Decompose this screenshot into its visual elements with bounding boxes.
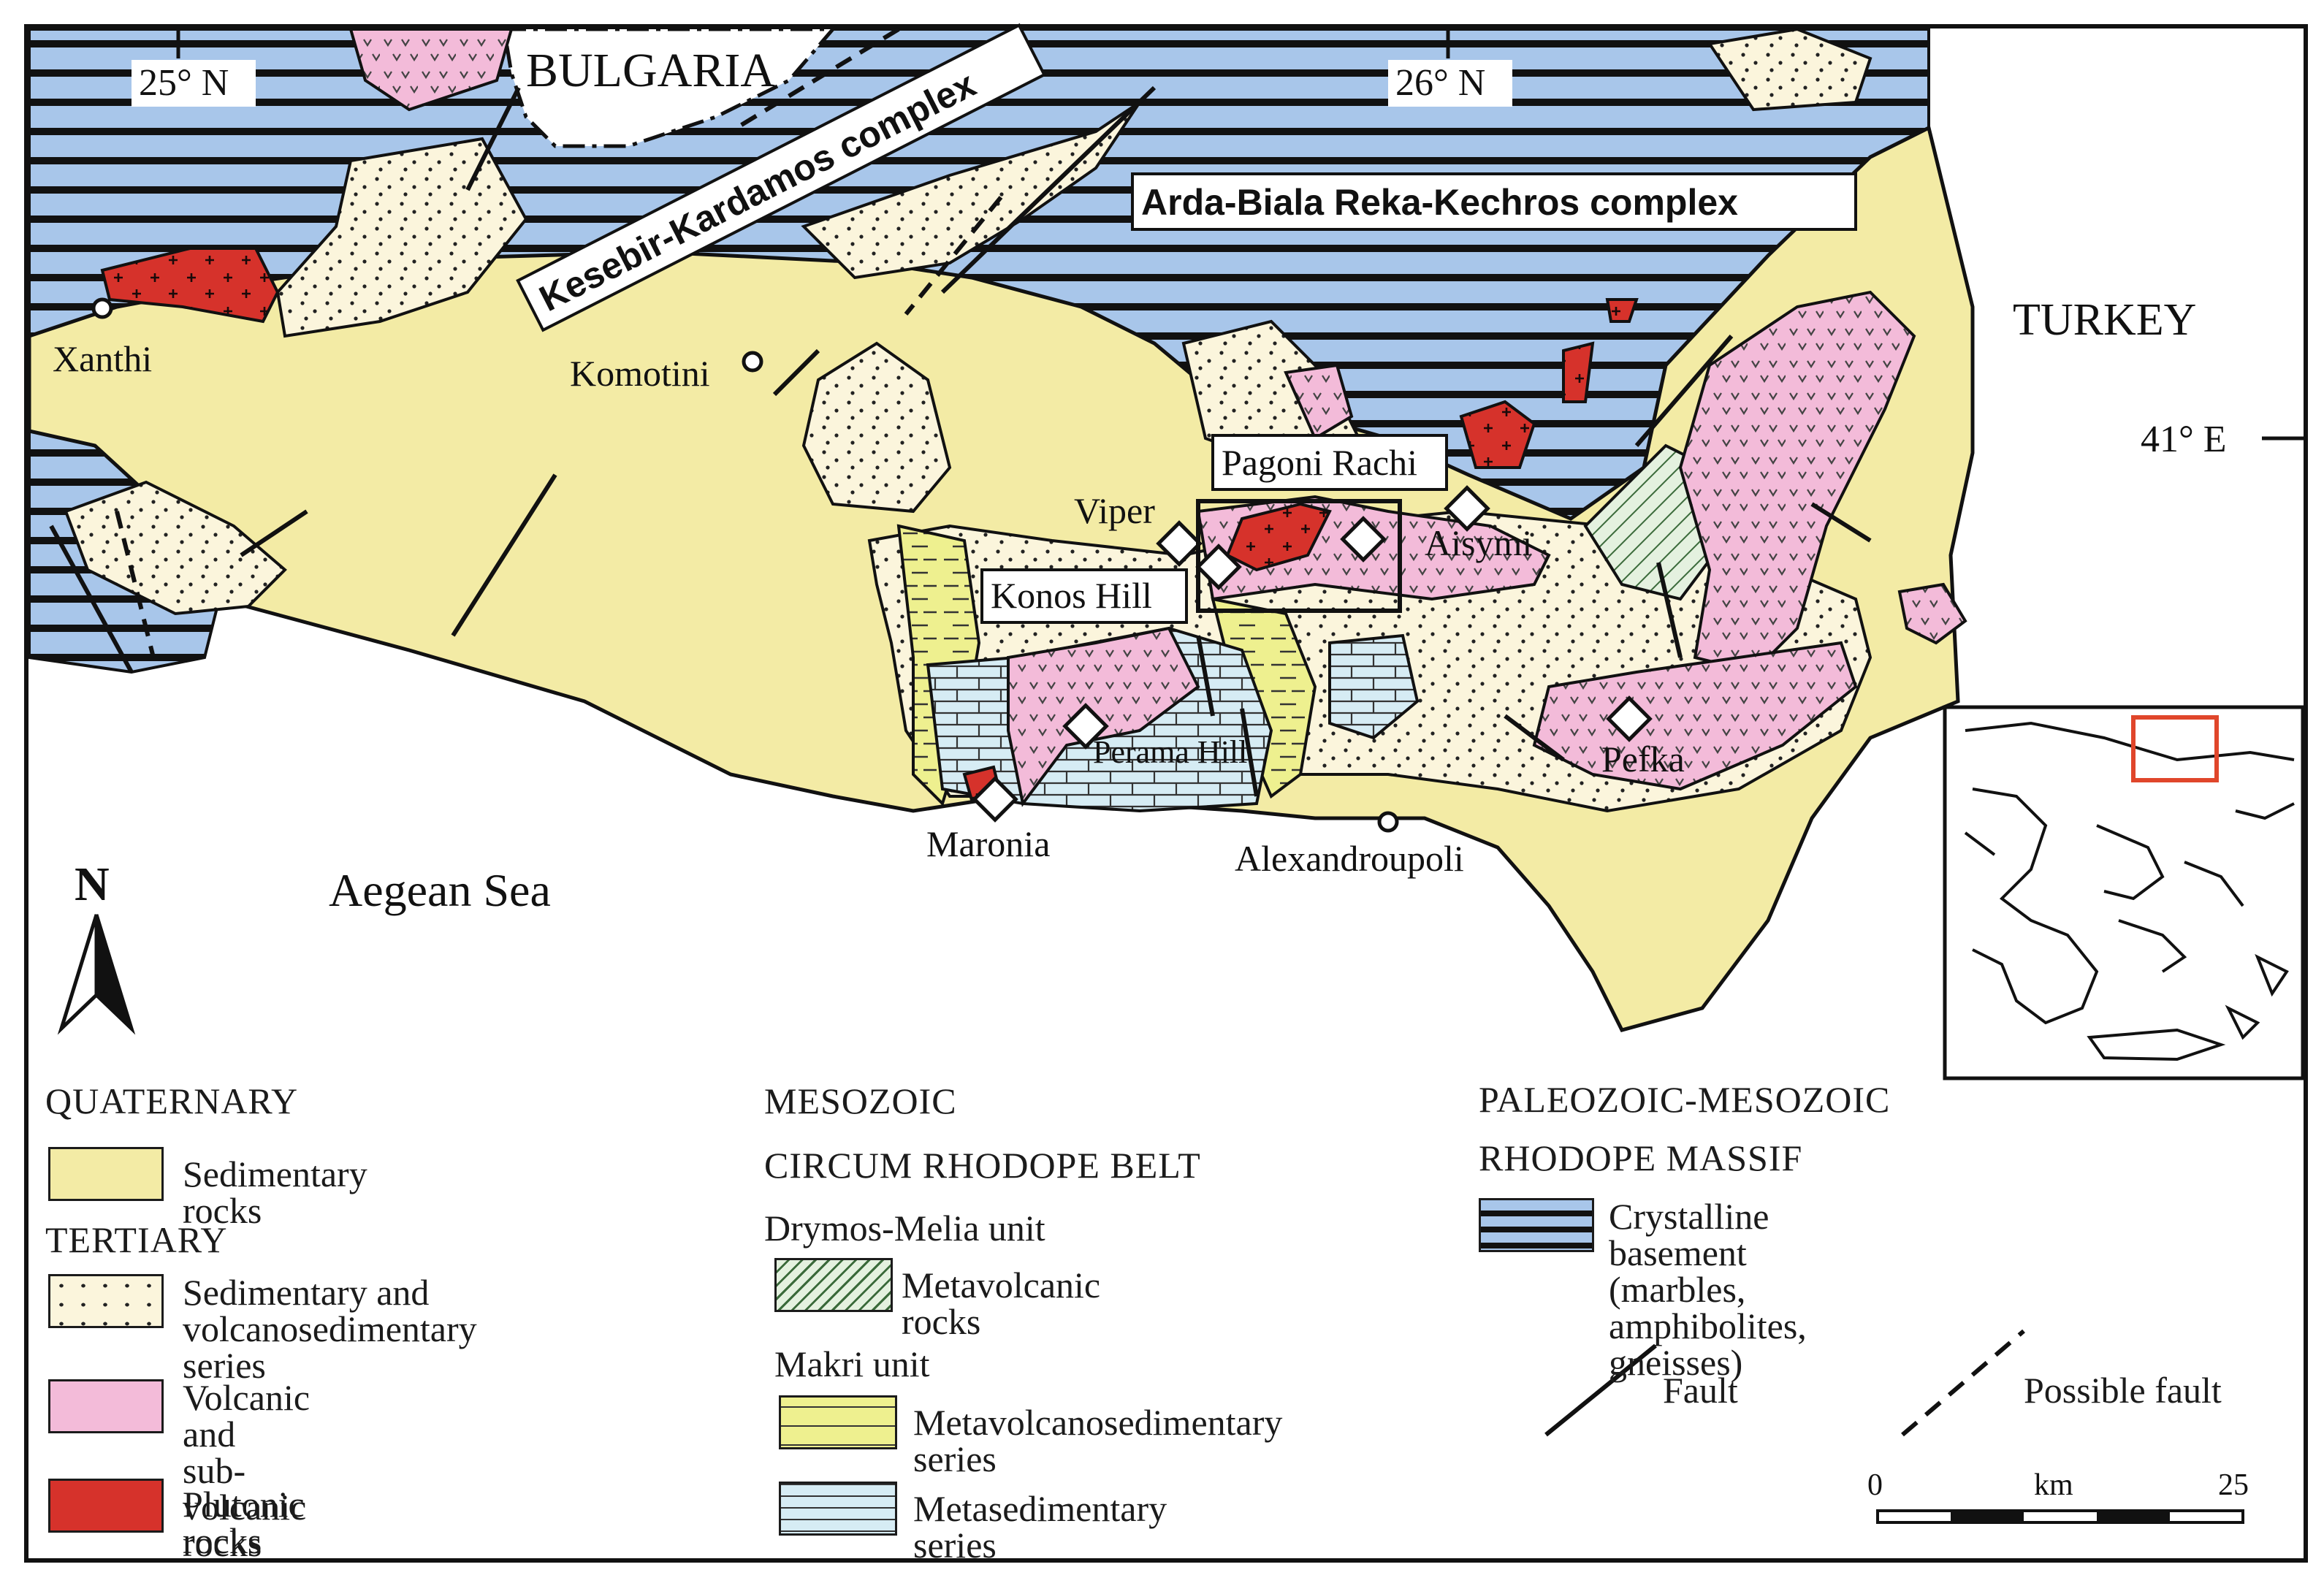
graticule-41e-label: 41° E <box>2141 419 2227 460</box>
study-area-box <box>1196 499 1402 613</box>
aegean-sea-label: Aegean Sea <box>329 864 551 916</box>
north-arrow-label: N <box>75 858 110 911</box>
graticule-ticks <box>176 26 2306 441</box>
legend-circum-rhodope-heading: CIRCUM RHODOPE BELT <box>764 1145 1201 1186</box>
graticule-25n-label-box <box>132 60 256 107</box>
pagoni-label-box <box>1211 434 1448 491</box>
arda-complex-label: Arda-Biala Reka-Kechros complex <box>1141 182 1738 223</box>
crystalline-swatch <box>1479 1198 1594 1252</box>
bulgaria-label: BULGARIA <box>526 44 775 97</box>
volcanic-area-small <box>1897 582 1967 645</box>
legend-rhodope-massif-heading: RHODOPE MASSIF <box>1479 1137 1803 1178</box>
graticule-26n-label-box <box>1388 60 1512 107</box>
maronia-label: Maronia <box>926 823 1050 864</box>
legend-item-crystalline-basement: Crystalline basement (marbles, amphiboli… <box>1479 1198 1807 1381</box>
metasedimentary-swatch <box>779 1482 897 1536</box>
scale-unit-label: km <box>2034 1468 2073 1502</box>
pagoni-label: Pagoni Rachi <box>1222 442 1417 483</box>
fault-lines <box>49 85 1872 797</box>
volcanic-area-northwest <box>348 28 514 112</box>
viper-label: Viper <box>1074 490 1155 531</box>
turkey-label: TURKEY <box>2013 295 2196 345</box>
legend-label-plutonic: Plutonic rocks <box>183 1484 305 1561</box>
inset-map <box>1943 705 2305 1080</box>
graticule-25n-label: 25° N <box>139 62 229 104</box>
tertiary-sedimentary-west <box>275 137 528 338</box>
legend-quaternary-heading: QUATERNARY <box>45 1080 299 1121</box>
inset-study-area-highlight <box>2131 715 2219 782</box>
metavolcanosedimentary-swatch <box>779 1395 897 1449</box>
aisymi-label: Aisymi <box>1425 522 1532 563</box>
legend-mesozoic-heading: MESOZOIC <box>764 1080 957 1121</box>
legend-item-tertiary-sedimentary: Sedimentary and volcanosedimentary serie… <box>48 1274 477 1384</box>
legend-tertiary-heading: TERTIARY <box>45 1219 228 1260</box>
alexandroupoli-label: Alexandroupoli <box>1235 838 1464 879</box>
dotted-swatch <box>48 1274 164 1328</box>
legend-label-sedimentary-rocks: Sedimentary rocks <box>183 1154 367 1231</box>
perama-label: Perama Hill <box>1093 734 1247 770</box>
volcanic-area-east <box>1678 290 1916 674</box>
scale-end-label: 25 <box>2218 1468 2249 1502</box>
legend-label-metasedimentary: Metasedimentary series <box>913 1488 1167 1566</box>
legend-possible-fault-label: Possible fault <box>2024 1370 2222 1411</box>
metavolcanic-swatch <box>774 1258 893 1312</box>
possible-fault-lines <box>115 27 1003 658</box>
legend-item-volcanic: Volcanic and sub-volcanic rocks <box>48 1379 310 1562</box>
xanthi-label: Xanthi <box>53 338 152 379</box>
legend-item-metavolcanosedimentary: Metavolcanosedimentary series <box>779 1395 1282 1477</box>
scale-start-label: 0 <box>1867 1468 1883 1502</box>
greece-outline <box>1964 721 2295 1061</box>
tertiary-sedimentary-north <box>801 101 1141 280</box>
konos-label-box <box>980 568 1188 624</box>
legend-label-metavolcanic: Metavolcanic rocks <box>902 1265 1101 1342</box>
legend-item-metasedimentary: Metasedimentary series <box>779 1482 1167 1563</box>
komotini-label: Komotini <box>570 353 710 394</box>
legend-label-crystalline-basement: Crystalline basement (marbles, amphiboli… <box>1609 1196 1807 1383</box>
legend-fault-label: Fault <box>1663 1370 1738 1411</box>
town-markers <box>91 297 1399 833</box>
north-arrow: N <box>57 858 136 1035</box>
plutonic-north-3 <box>1605 298 1639 323</box>
tertiary-sedimentary-southwest <box>64 480 287 616</box>
graticule-26n-label: 26° N <box>1395 62 1485 104</box>
legend-item-plutonic: Plutonic rocks <box>48 1479 305 1559</box>
legend-label-tertiary-sedimentary: Sedimentary and volcanosedimentary serie… <box>183 1272 477 1386</box>
kesebir-complex-label-box <box>516 23 1047 332</box>
volcanic-area-small-2 <box>1284 363 1354 441</box>
locality-markers <box>972 485 1653 823</box>
plutonic-swatch <box>48 1479 164 1533</box>
scale-bar: 0 km 25 <box>1867 1468 2249 1524</box>
tertiary-sedimentary-northeast <box>1707 27 1872 112</box>
legend-label-volcanic: Volcanic and sub-volcanic rocks <box>183 1377 310 1564</box>
legend-paleozoic-heading: PALEOZOIC-MESOZOIC <box>1479 1079 1891 1120</box>
plutonic-north-2 <box>1562 341 1595 403</box>
pefka-label: Pefka <box>1601 739 1685 779</box>
volcanic-area-perama <box>1007 626 1200 807</box>
arda-complex-label-box <box>1131 172 1857 231</box>
sedimentary-swatch <box>48 1147 164 1201</box>
volcanic-swatch <box>48 1379 164 1433</box>
konos-label: Konos Hill <box>991 575 1152 616</box>
legend-makri-unit: Makri unit <box>774 1343 930 1384</box>
possible-fault-legend-line <box>1901 1329 2025 1437</box>
legend-item-metavolcanic: Metavolcanic rocks <box>774 1258 1100 1340</box>
metasedimentary-area-2 <box>1328 633 1420 740</box>
legend-label-metavolcanosedimentary: Metavolcanosedimentary series <box>913 1402 1283 1479</box>
legend-item-sedimentary-rocks: Sedimentary rocks <box>48 1147 367 1229</box>
tertiary-sedimentary-central <box>801 341 952 514</box>
legend-drymos-unit: Drymos-Melia unit <box>764 1208 1045 1248</box>
plutonic-north <box>1459 400 1536 469</box>
plutonic-xanthi <box>100 247 280 324</box>
fault-legend-line <box>1544 1343 1657 1437</box>
